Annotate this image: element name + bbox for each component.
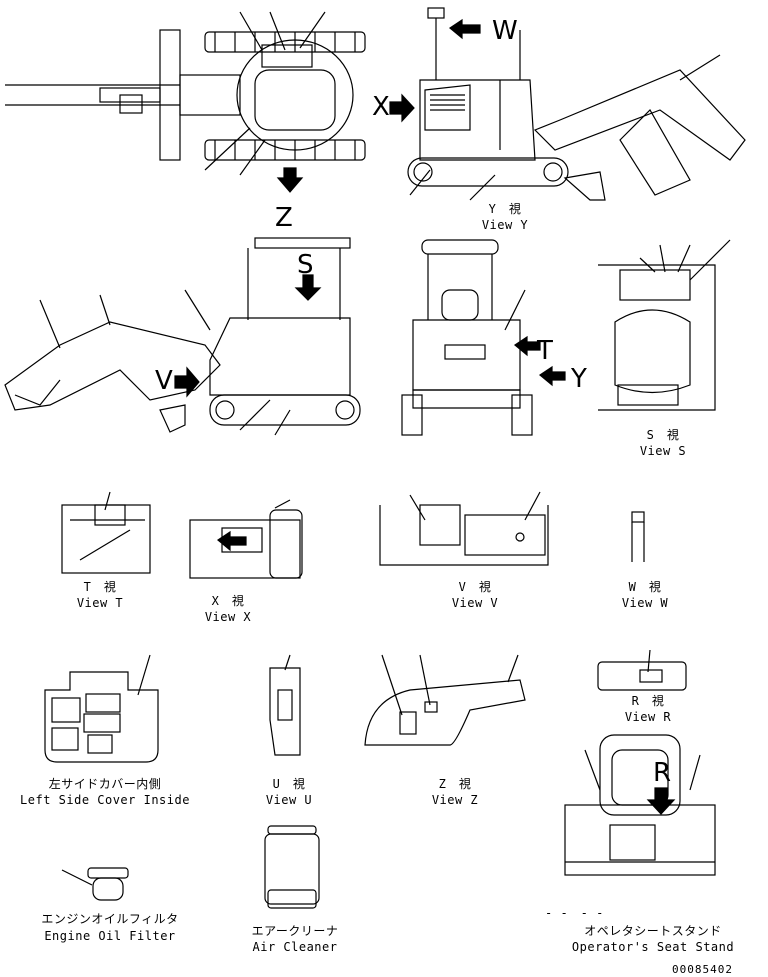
view-v-en: View V: [451, 596, 499, 610]
view-z-jp: Z 視: [438, 777, 472, 791]
arrow-letter-z: Z: [275, 203, 293, 233]
left-side-cover-drawing: [44, 654, 159, 763]
arrow-letter-v: V: [155, 366, 173, 396]
operator-seat-stand-en: Operator's Seat Stand: [571, 940, 735, 954]
operator-seat-stand-jp: オペレタシートスタンド: [584, 924, 722, 938]
side-view-top: [389, 7, 746, 201]
left-side-cover-jp: 左サイドカバー内側: [48, 777, 162, 791]
view-y-jp: Y 視: [488, 202, 522, 216]
view-t-jp: T 視: [83, 580, 117, 594]
view-s-jp: S 視: [646, 428, 680, 442]
view-w-drawing: [631, 511, 645, 562]
part-number: 00085402: [672, 963, 733, 976]
left-side-cover-en: Left Side Cover Inside: [20, 793, 190, 807]
view-y-en: View Y: [481, 218, 529, 232]
view-x-en: View X: [204, 610, 252, 624]
view-u-en: View U: [265, 793, 313, 807]
air-cleaner-jp: エアークリーナ: [251, 924, 339, 938]
air-cleaner-en: Air Cleaner: [252, 940, 338, 954]
arrow-letter-y: Y: [571, 364, 587, 394]
view-s-drawing: [598, 239, 731, 411]
view-x-jp: X 視: [211, 594, 245, 608]
engine-oil-filter-en: Engine Oil Filter: [44, 929, 176, 943]
view-w-en: View W: [621, 596, 669, 610]
engine-oil-filter-jp: エンジンオイルフィルタ: [41, 912, 179, 926]
view-t-drawing: [61, 491, 151, 574]
dashes-text: - - - -: [545, 906, 604, 920]
arrow-letter-x: X: [372, 92, 390, 122]
engine-oil-filter-drawing: [61, 867, 129, 901]
view-z-drawing: [364, 654, 526, 746]
view-u-jp: U 視: [272, 777, 306, 791]
view-u-drawing: [269, 654, 301, 756]
arrow-letter-s: S: [297, 250, 314, 280]
rear-view: [401, 239, 566, 436]
arrow-letter-w: W: [492, 16, 518, 46]
air-cleaner-drawing: [264, 825, 320, 909]
view-s-en: View S: [639, 444, 687, 458]
side-view-middle: [4, 237, 361, 436]
operator-seat-stand-drawing: [564, 734, 716, 876]
view-r-drawing: [597, 649, 687, 691]
view-v-drawing: [379, 491, 549, 566]
view-z-en: View Z: [431, 793, 479, 807]
view-r-jp: R 視: [631, 694, 665, 708]
arrow-letter-r: R: [653, 758, 672, 788]
view-v-jp: V 視: [458, 580, 492, 594]
top-plan-view: [5, 11, 366, 193]
view-x-drawing: [189, 499, 303, 579]
arrow-letter-t: T: [537, 336, 553, 366]
view-r-en: View R: [624, 710, 672, 724]
view-t-en: View T: [76, 596, 124, 610]
view-w-jp: W 視: [628, 580, 662, 594]
